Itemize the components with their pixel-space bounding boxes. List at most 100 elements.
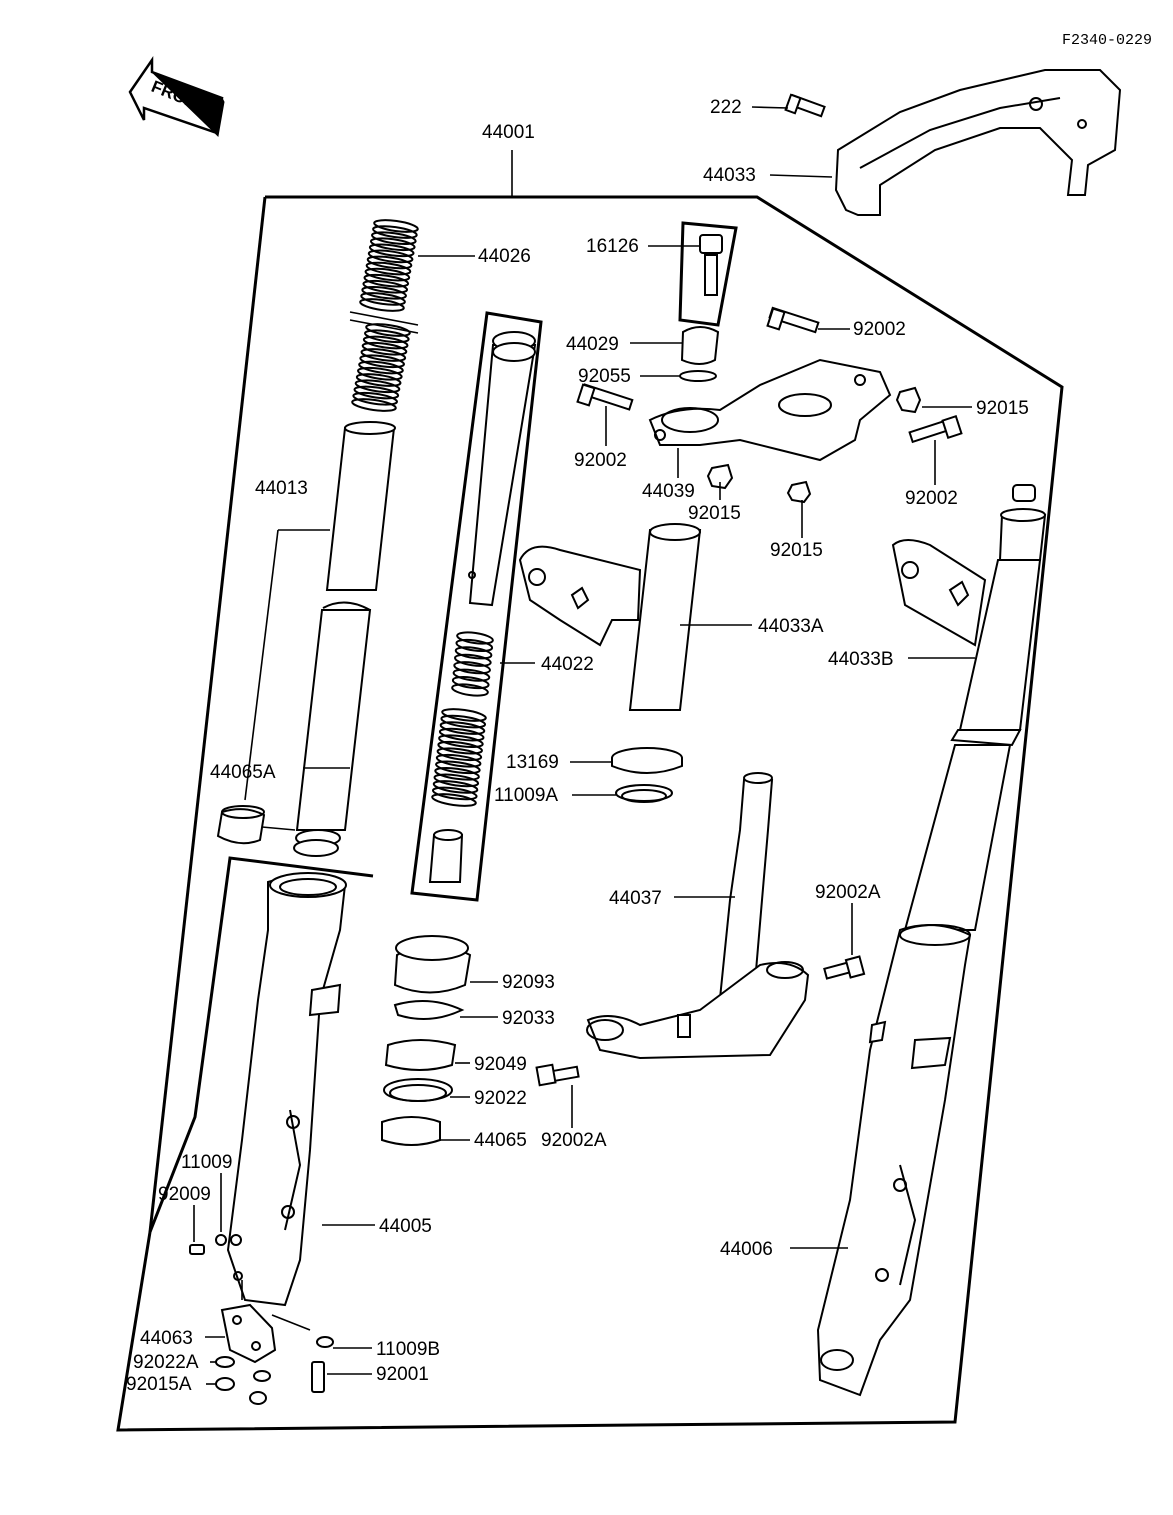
spring-coil bbox=[366, 255, 413, 270]
bracket-44033A bbox=[518, 523, 702, 711]
spring-coil bbox=[438, 734, 484, 748]
label-16126: 16126 bbox=[586, 236, 639, 257]
label-92022: 92022 bbox=[474, 1088, 527, 1109]
small-hardware bbox=[189, 1234, 334, 1405]
label-92015: 92015 bbox=[688, 503, 741, 524]
label-92002A: 92002A bbox=[541, 1130, 607, 1151]
label-92049: 92049 bbox=[474, 1054, 527, 1075]
label-44006: 44006 bbox=[720, 1239, 773, 1260]
label-92093: 92093 bbox=[502, 972, 555, 993]
spring-coil bbox=[432, 780, 479, 794]
fork-tube-44013 bbox=[293, 421, 396, 857]
spring-coil bbox=[360, 292, 406, 306]
label-92015: 92015 bbox=[770, 540, 823, 561]
seal-stack bbox=[381, 935, 472, 1146]
label-92002: 92002 bbox=[905, 488, 958, 509]
label-92002A: 92002A bbox=[815, 882, 881, 903]
label-44039: 44039 bbox=[642, 481, 695, 502]
spring-coil bbox=[438, 727, 485, 742]
damper-spring bbox=[431, 708, 487, 807]
label-92002: 92002 bbox=[853, 319, 906, 340]
label-11009A: 11009A bbox=[494, 785, 558, 806]
spring-coil bbox=[451, 676, 490, 690]
spring-coil bbox=[361, 341, 408, 356]
spring-coil bbox=[359, 298, 405, 312]
spring-coil bbox=[455, 638, 494, 652]
spring-coil bbox=[361, 286, 407, 300]
label-92022A: 92022A bbox=[133, 1352, 199, 1373]
label-44022: 44022 bbox=[541, 654, 594, 675]
label-92009: 92009 bbox=[158, 1184, 211, 1205]
spring-coil bbox=[435, 760, 481, 775]
spring-coil bbox=[441, 708, 487, 722]
spring-coil bbox=[433, 773, 480, 788]
assembly-outline bbox=[116, 195, 1064, 1432]
label-92001: 92001 bbox=[376, 1364, 429, 1385]
steering-stem-44037 bbox=[586, 772, 810, 1060]
spring-coil bbox=[440, 714, 487, 729]
spring-coil bbox=[372, 225, 418, 239]
right-fork-44006 bbox=[816, 484, 1047, 1397]
spring-coil bbox=[434, 767, 480, 781]
label-44001: 44001 bbox=[482, 122, 535, 143]
spring-coil bbox=[369, 237, 416, 252]
label-92015: 92015 bbox=[976, 398, 1029, 419]
spring-coil bbox=[437, 740, 483, 755]
front-arrow-icon: FRONT bbox=[128, 55, 225, 138]
label-92033: 92033 bbox=[502, 1008, 555, 1029]
part-labels: 44001 222 44033 16126 44026 92002 44029 … bbox=[126, 97, 1029, 1395]
label-92055: 92055 bbox=[578, 366, 631, 387]
spring-coil bbox=[454, 653, 492, 667]
cap-bolt-44029 bbox=[678, 221, 738, 382]
spring-coil bbox=[362, 279, 409, 294]
label-44033A: 44033A bbox=[758, 616, 824, 637]
spring-coil bbox=[431, 786, 478, 801]
spring-coil bbox=[360, 348, 407, 362]
spring-coil bbox=[358, 360, 404, 375]
label-92015A: 92015A bbox=[126, 1374, 192, 1395]
cap-44065A bbox=[216, 805, 266, 845]
label-44033B: 44033B bbox=[828, 649, 894, 670]
spring-coil bbox=[365, 323, 411, 337]
bracket-44033B bbox=[891, 539, 987, 647]
spring-coil bbox=[362, 335, 409, 350]
spring-coil bbox=[364, 267, 411, 282]
label-44033: 44033 bbox=[703, 165, 756, 186]
spring-coil bbox=[357, 366, 403, 381]
bolt-92002A bbox=[535, 955, 866, 1087]
spring-coil bbox=[368, 243, 415, 258]
spring-coil bbox=[451, 683, 489, 697]
label-92002: 92002 bbox=[574, 450, 627, 471]
spring-coil bbox=[453, 661, 491, 675]
spring-coil bbox=[355, 373, 402, 387]
bolt-222 bbox=[784, 93, 826, 118]
label-11009B: 11009B bbox=[376, 1339, 440, 1360]
label-44063: 44063 bbox=[140, 1328, 193, 1349]
spring-coil bbox=[431, 793, 477, 807]
diagram-code: F2340-0229 bbox=[1062, 32, 1152, 49]
leader-lines bbox=[193, 106, 975, 1385]
spring-44026 bbox=[351, 219, 419, 412]
spring-coil bbox=[454, 646, 493, 660]
spring-coil bbox=[435, 753, 482, 768]
label-13169: 13169 bbox=[506, 752, 559, 773]
label-11009: 11009 bbox=[181, 1152, 232, 1173]
spring-coil bbox=[371, 231, 417, 245]
spring-coil bbox=[367, 249, 414, 264]
spring-coil bbox=[352, 391, 398, 406]
rebound-spring bbox=[451, 631, 494, 697]
spring-coil bbox=[452, 668, 491, 682]
axle-clamp-44063 bbox=[220, 1303, 277, 1364]
bearings bbox=[611, 747, 683, 803]
label-44029: 44029 bbox=[566, 334, 619, 355]
spring-coil bbox=[373, 219, 419, 233]
spring-coil bbox=[439, 721, 486, 735]
damper-rod-box bbox=[410, 311, 543, 902]
label-44037: 44037 bbox=[609, 888, 662, 909]
spring-coil bbox=[364, 329, 410, 344]
spring-coil bbox=[351, 398, 397, 412]
spring-coil bbox=[363, 273, 410, 288]
handle-bracket bbox=[834, 69, 1122, 216]
label-44026: 44026 bbox=[478, 246, 531, 267]
